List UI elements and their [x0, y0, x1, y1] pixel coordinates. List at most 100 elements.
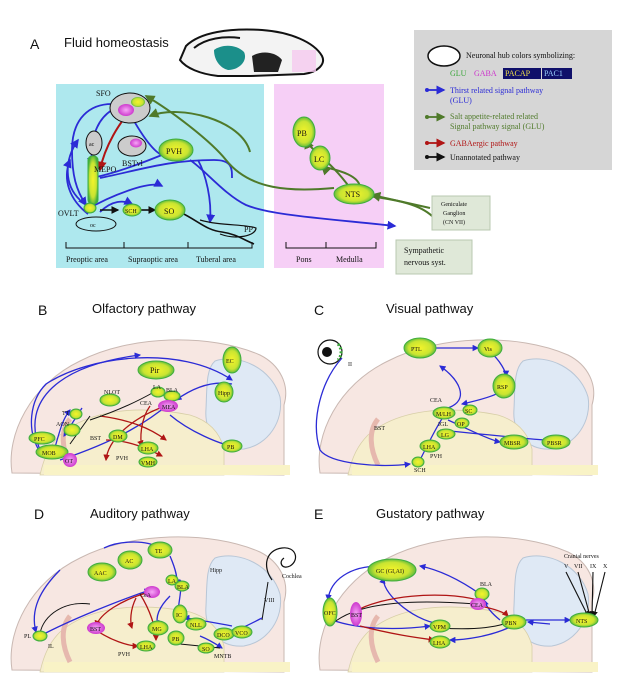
nerve-vii-label: VII [574, 564, 582, 570]
cranial-nerves-label: Cranial nerves [564, 554, 599, 560]
dm-label: DM [113, 435, 123, 441]
oc-label: oc [90, 223, 96, 229]
brain-c-silhouette [319, 340, 598, 475]
pvh-b-label: PVH [116, 456, 129, 462]
bla-d-label: BLA [177, 585, 190, 591]
legend-box: Neuronal hub colors symbolizing: GLU GAB… [414, 30, 612, 170]
node-sfo: SFO [96, 89, 151, 124]
panel-e-title: Gustatory pathway [376, 506, 485, 521]
panel-b: B Olfactory pathway MOB OT [11, 301, 290, 475]
la-d-label: LA [168, 579, 177, 585]
cea-d-label: CeA [140, 593, 152, 599]
cochlea-label: Cochlea [282, 574, 302, 580]
mbsr-label: MBSR [504, 441, 521, 447]
region-preoptic: Preoptic area [66, 255, 108, 264]
vpm-label: VPM [433, 625, 447, 631]
bst-e-label: BST [351, 613, 362, 619]
bla-e-label: BLA [480, 582, 493, 588]
node-so: SO [154, 199, 186, 221]
nll-label: NLL [190, 623, 202, 629]
node-lc: LC [309, 145, 331, 171]
il-label: IL [48, 644, 54, 650]
bst-c-label: BST [374, 426, 385, 432]
auditory-nodes: TE AAC AC Hipp LA BLA CeA BST MG IC NLL … [24, 541, 253, 660]
so-d-label: SO [202, 647, 210, 653]
node-pfc [28, 431, 56, 445]
legend-gaba: GABA [474, 69, 497, 78]
vco-label: VCO [235, 631, 248, 637]
bst-d-label: BST [90, 627, 101, 633]
geniculate-line2: Ganglion [443, 211, 465, 217]
sch-c-label: SCH [414, 468, 426, 474]
legend-salt-line1: Salt appetite-related related [450, 112, 538, 121]
panel-b-title: Olfactory pathway [92, 301, 197, 316]
vis-label: Vis [484, 347, 493, 353]
brainstem-region [274, 84, 384, 268]
lc-label: LC [314, 155, 324, 164]
legend-gaba-path: GABAergic pathway [450, 139, 518, 148]
so-label: SO [164, 207, 174, 216]
visual-nodes: PTL Vis RSP CEA M/LH SC IGL OP LG LHA BS… [374, 337, 571, 474]
bst-label: BST [90, 436, 101, 442]
legend-hub-title: Neuronal hub colors symbolizing: [466, 51, 575, 60]
node-ovlt: OVLT [58, 202, 97, 218]
hipp-label: Hipp [218, 391, 230, 397]
panel-d-title: Auditory pathway [90, 506, 190, 521]
ofc-label: OFC [324, 611, 336, 617]
geniculate-ganglion-box: Geniculate Ganglion (CN VII) [431, 195, 491, 231]
panel-e-letter: E [314, 506, 323, 522]
black-pathways [100, 206, 255, 245]
legend-thirst-line1: Thirst related signal pathway [450, 86, 543, 95]
node-ot [63, 453, 77, 467]
node-nts-a: NTS [333, 183, 375, 205]
panel-c-letter: C [314, 302, 324, 318]
panel-d: D Auditory pathway Cochlea VIII [11, 506, 302, 672]
sc-label: SC [465, 409, 472, 415]
eye-icon [317, 339, 343, 365]
ii-label: II [348, 362, 352, 368]
region-brackets [65, 242, 377, 249]
ic-label: IC [176, 613, 182, 619]
pfc-label: PFC [34, 437, 45, 443]
lha-c-label: LHA [423, 445, 436, 451]
legend-unannotated: Unannotated pathway [450, 153, 520, 162]
te-label: TE [155, 549, 163, 555]
ovlt-label: OVLT [58, 209, 79, 218]
op-label: OP [457, 422, 465, 428]
olfactory-nodes: MOB OT PFC AON TT NLOT Pir EC Hipp LA BL… [28, 346, 243, 468]
node-pp: PP [199, 219, 257, 238]
node-pb-a: PB [292, 116, 316, 148]
region-medulla: Medulla [336, 255, 363, 264]
ptl-label: PTL [411, 347, 422, 353]
node-pvh: PVH [158, 138, 194, 162]
region-tuberal: Tuberal area [196, 255, 236, 264]
cea-label: CEA [140, 401, 153, 407]
panel-b-letter: B [38, 302, 47, 318]
panel-c: C Visual pathway II PTL Vis RSP CEA [314, 301, 598, 475]
legend-thirst-line2: (GLU) [450, 96, 472, 105]
sympathetic-line2: nervous syst. [404, 258, 446, 267]
panel-a-letter: A [30, 36, 40, 52]
pb-b-label: PB [227, 445, 234, 451]
pb-a-label: PB [297, 129, 307, 138]
pvh-d-label: PVH [118, 652, 131, 658]
nts-a-label: NTS [345, 190, 360, 199]
legend-pac1: PAC1 [544, 69, 563, 78]
legend-pacap: PACAP [505, 69, 531, 78]
sympathetic-box: Sympathetic nervous syst. [395, 239, 473, 275]
pb-d-label: PB [172, 637, 179, 643]
node-mob [35, 444, 69, 460]
brain-e-silhouette [319, 537, 598, 672]
panel-a-title: Fluid homeostasis [64, 35, 169, 50]
igl-label: IGL [438, 422, 448, 428]
la-label: LA [153, 385, 162, 391]
nlot-label: NLOT [104, 390, 120, 396]
nerve-x-label: X [603, 564, 608, 570]
ot-label: OT [65, 459, 73, 465]
geniculate-line1: Geniculate [441, 202, 467, 208]
hipp-d-label: Hipp [210, 568, 222, 574]
mlh-label: M/LH [436, 412, 452, 418]
dco-label: DCO [217, 633, 230, 639]
gc-label: GC (GI,AI) [376, 568, 404, 575]
